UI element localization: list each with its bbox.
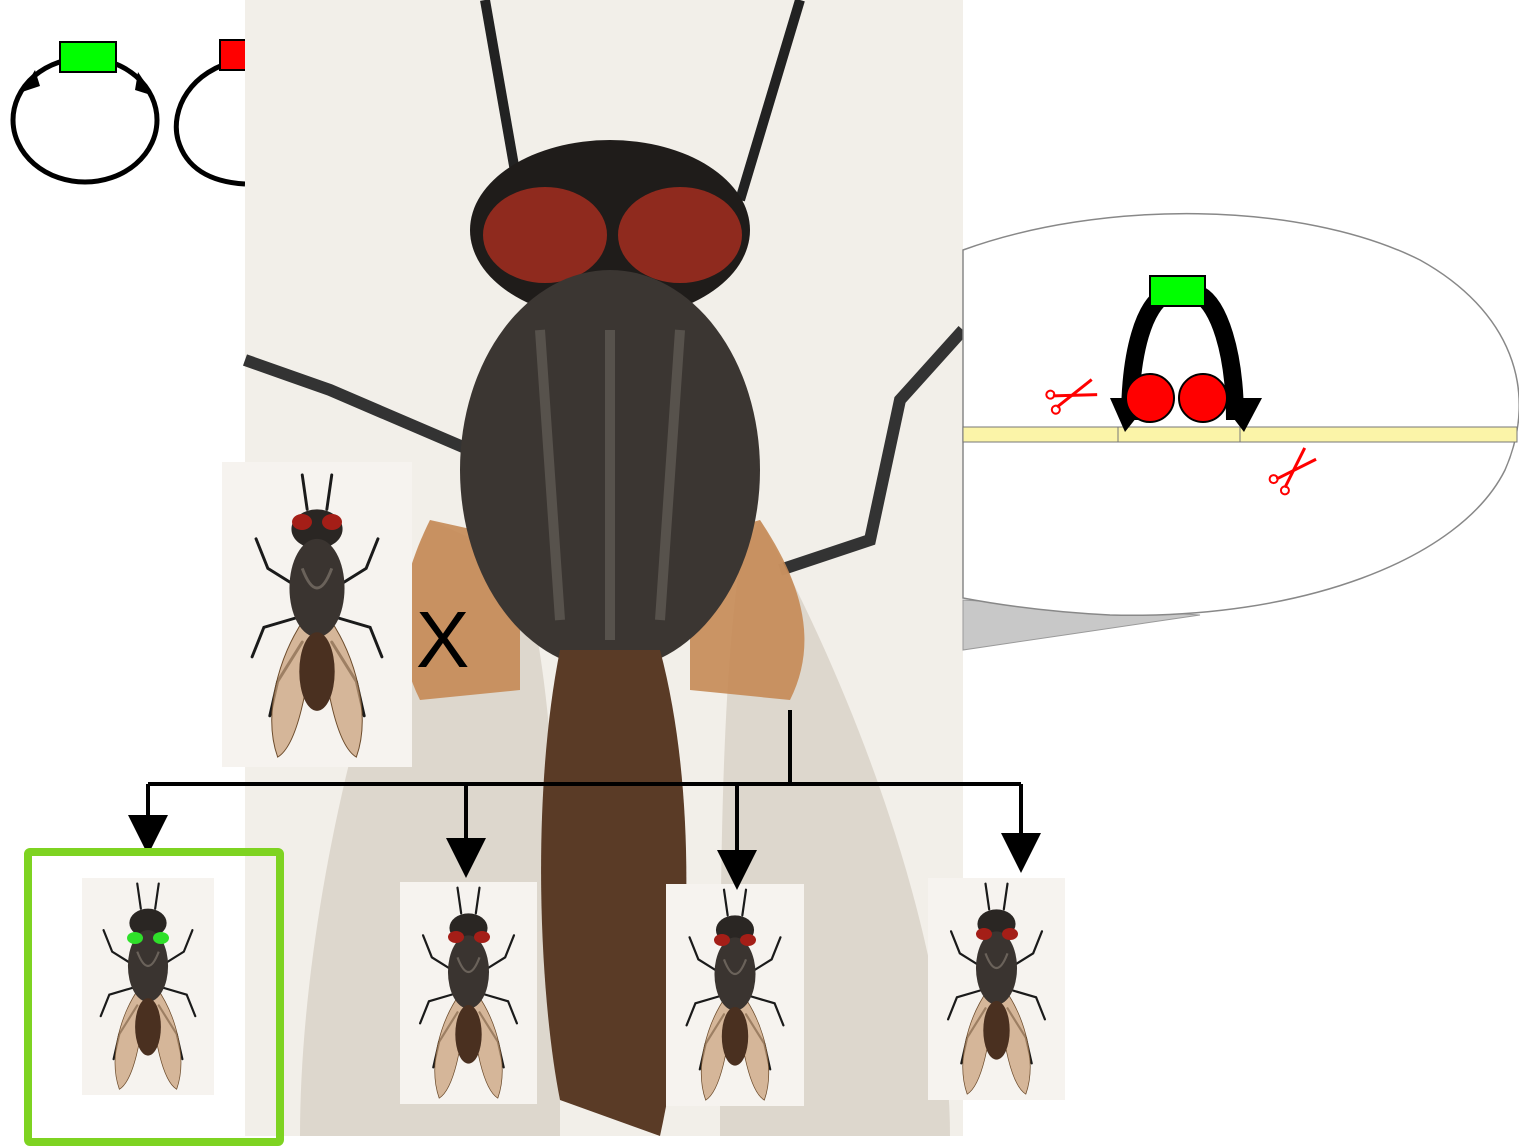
plasmid-green	[13, 42, 157, 182]
selected-offspring-frame	[24, 848, 284, 1146]
dna-strand	[963, 427, 1517, 442]
parent-fly-image	[222, 462, 412, 767]
cross-symbol: X	[416, 600, 469, 680]
offspring-fly-red	[666, 884, 804, 1106]
plasmid-red	[176, 40, 250, 184]
offspring-fly-red	[928, 878, 1065, 1100]
offspring-fly-red	[400, 882, 537, 1104]
